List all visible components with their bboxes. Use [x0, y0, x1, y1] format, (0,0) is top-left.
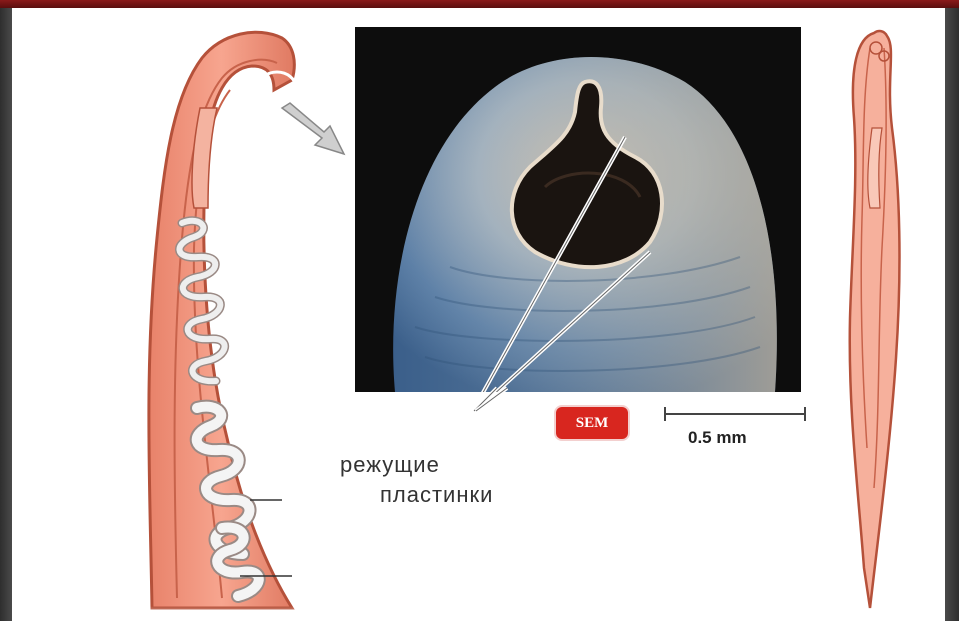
scale-bar: [665, 407, 805, 421]
caption-line-2: пластинки: [380, 482, 493, 508]
frame-right-bar: [945, 8, 959, 621]
caption-line-1: режущие: [340, 452, 440, 478]
frame-top-bar: [0, 0, 959, 8]
slide-canvas: SEM 0.5 mm режущие пластинки: [12, 8, 945, 621]
frame-left-bar: [0, 8, 12, 621]
whole-worm-drawing: [850, 31, 900, 608]
sem-badge: SEM: [556, 407, 628, 439]
scale-bar-label: 0.5 mm: [688, 428, 747, 448]
sem-micrograph-mouth: [355, 27, 801, 392]
arrow-to-sem: [282, 103, 344, 154]
